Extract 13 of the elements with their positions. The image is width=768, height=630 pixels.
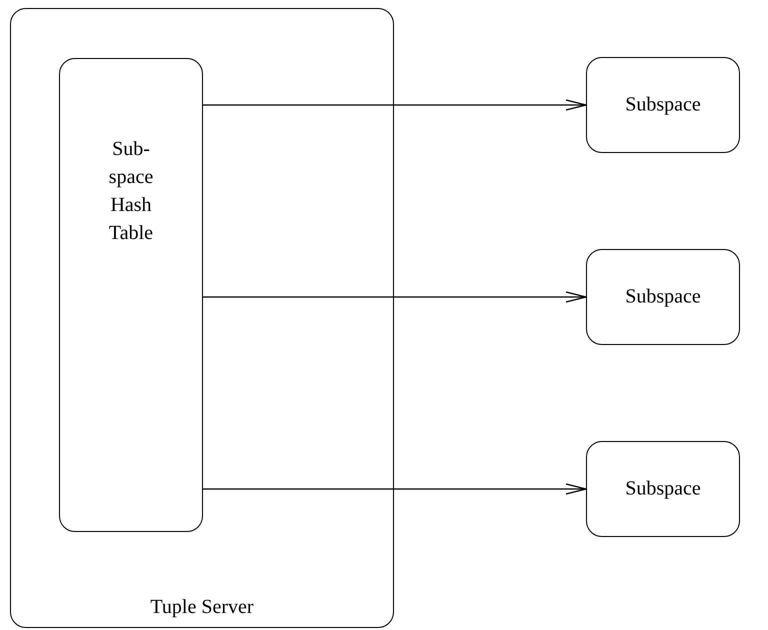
node-label: Subspace (624, 286, 702, 308)
arrow (203, 483, 587, 495)
subspace-box (586, 441, 740, 537)
server-box (10, 8, 394, 628)
subspace-box (586, 57, 740, 153)
arrow (203, 99, 587, 111)
node-label: Sub- space Hash Table (108, 137, 154, 246)
node-label: Subspace (624, 478, 702, 500)
arrow (203, 291, 587, 303)
node-label: Subspace (624, 94, 702, 116)
subspace-box (586, 249, 740, 345)
hash-table-box (59, 58, 203, 532)
node-label: Tuple Server (149, 596, 255, 619)
